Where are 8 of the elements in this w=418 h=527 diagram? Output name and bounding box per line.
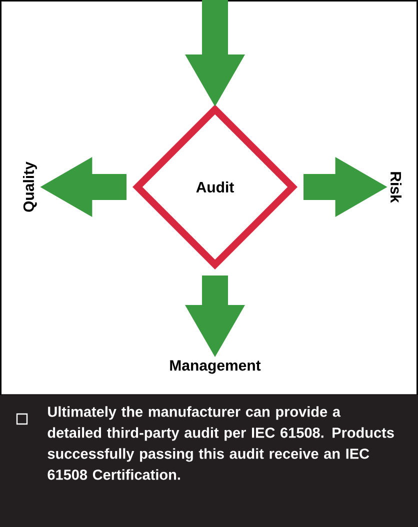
- arrow: [40, 157, 126, 217]
- node-label: Management: [170, 360, 261, 374]
- node-label: Quality: [23, 162, 37, 212]
- arrow: [185, 0, 245, 106]
- node-label: Risk: [390, 172, 402, 203]
- arrow: [185, 276, 245, 358]
- caption-text: Ultimately the manufacturer can provide a detailed third-party audit per IEC 61508. Products successfully passing this audit receive an IEC 61508 Certification.: [48, 406, 394, 480]
- arrow: [304, 157, 388, 217]
